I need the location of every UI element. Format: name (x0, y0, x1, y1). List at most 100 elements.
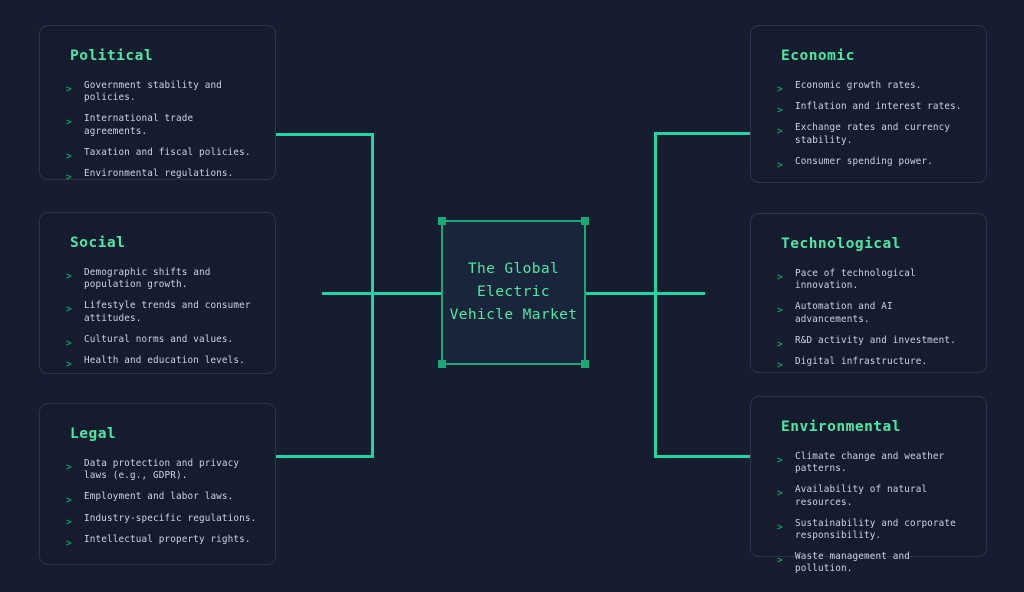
list-item-text: Demographic shifts and population growth… (84, 267, 211, 291)
chevron-right-icon: > (777, 555, 783, 567)
card-political-title: Political (70, 48, 154, 64)
list-item-text: Data protection and privacy laws (e.g., … (84, 458, 240, 482)
center-node-label-line3: Vehicle Market (449, 307, 578, 323)
chevron-right-icon: > (66, 516, 72, 528)
list-item-text: Digital infrastructure. (795, 356, 928, 368)
list-item-text: Lifestyle trends and consumer attitudes. (84, 300, 251, 324)
card-political-bullet-list: > Government stability and policies. > Int… (60, 80, 259, 184)
list-item: > Sustainability and corporate responsibi… (771, 518, 970, 542)
chevron-right-icon: > (66, 537, 72, 549)
list-item-text: Government stability and policies. (84, 80, 222, 104)
center-node-label-line1: The Global (467, 261, 560, 277)
list-item: > Availability of natural resources. (771, 484, 970, 508)
resize-handle-bottom-right[interactable] (581, 360, 589, 368)
list-item: > Cultural norms and values. (60, 333, 259, 349)
card-technological-title: Technological (781, 236, 901, 252)
card-social[interactable]: Social >Demographic shifts and populatio… (39, 212, 276, 374)
list-item: >Exchange rates and currency stability. (771, 122, 970, 146)
card-political[interactable]: Political > Government stability and poli… (39, 25, 276, 184)
list-item-text: Environmental regulations. (84, 168, 234, 180)
resize-handle-top-right[interactable] (581, 217, 589, 225)
card-legal[interactable]: Legal > Data protection and privacy laws … (39, 403, 276, 565)
connector-left-trunk (371, 133, 374, 458)
list-item-text: Climate change and weather patterns. (795, 451, 945, 475)
list-item-text: Cultural norms and values. (84, 333, 234, 345)
list-item-text: Automation and AI advancements. (795, 301, 893, 325)
card-economic[interactable]: Economic >Economic growth rates. >Inflat… (750, 25, 987, 183)
card-technological-bullet-list: > Pace of technological innovation. > Auto… (771, 268, 970, 372)
chevron-right-icon: > (66, 495, 72, 507)
list-item: > Intellectual property rights. (60, 533, 259, 549)
chevron-right-icon: > (66, 337, 72, 349)
list-item: > Industry-specific regulations. (60, 512, 259, 528)
list-item: > Data protection and privacy laws (e.g.,… (60, 458, 259, 482)
list-item: > Employment and labor laws. (60, 491, 259, 507)
card-legal-title: Legal (70, 426, 117, 442)
center-node[interactable]: The Global Electric Vehicle Market (438, 217, 589, 368)
list-item-text: Health and education levels. (84, 355, 245, 367)
chevron-right-icon: > (777, 488, 783, 500)
list-item: > Government stability and policies. (60, 80, 259, 104)
center-node-label: The Global Electric Vehicle Market (450, 258, 578, 327)
list-item: > R&D activity and investment. (771, 334, 970, 350)
chevron-right-icon: > (777, 360, 783, 372)
list-item-text: R&D activity and investment. (795, 334, 956, 346)
chevron-right-icon: > (66, 84, 72, 95)
connector-right-top-branch (654, 132, 751, 135)
list-item-text: Employment and labor laws. (84, 491, 234, 503)
card-social-bullet-list: > Demographic shifts and population growt… (60, 267, 259, 370)
chevron-right-icon: > (777, 305, 783, 317)
list-item: > International trade agreements. (60, 113, 259, 137)
list-item: > Climate change and weather patterns. (771, 451, 970, 475)
list-item: > Consumer spending power. (771, 155, 970, 171)
chevron-right-icon: > (66, 304, 72, 316)
chevron-right-icon: > (777, 84, 783, 95)
card-economic-title: Economic (781, 48, 855, 64)
chevron-right-icon: > (777, 159, 783, 171)
card-environmental[interactable]: Environmental > Climate change and weathe… (750, 396, 987, 574)
list-item-text: Sustainability and corporate responsibil… (795, 517, 956, 542)
center-node-label-line2: Electric (476, 284, 551, 300)
list-item: >Inflation and interest rates. (771, 101, 970, 116)
list-item-text: Pace of technological innovation. (795, 268, 916, 292)
chevron-right-icon: > (66, 172, 72, 184)
connector-left-middle-branch (322, 292, 442, 295)
chevron-right-icon: > (777, 455, 783, 466)
list-item-text: Economic growth rates. (795, 80, 922, 91)
card-economic-bullet-list: >Economic growth rates. >Inflation and i… (771, 80, 970, 171)
resize-handle-bottom-left[interactable] (438, 360, 446, 368)
connector-right-middle-branch (586, 292, 705, 295)
list-item-text: Waste management and pollution. (795, 551, 910, 575)
list-item: > Pace of technological innovation. (771, 268, 970, 292)
connector-right-trunk (654, 132, 657, 458)
chevron-right-icon: > (777, 521, 783, 533)
list-item-text: International trade agreements. (84, 113, 194, 137)
list-item-text: Inflation and interest rates. (795, 101, 962, 113)
card-environmental-title: Environmental (781, 419, 901, 435)
list-item-text: Availability of natural resources. (795, 484, 928, 508)
list-item: >Taxation and fiscal policies. (60, 147, 259, 162)
list-item: > Economic growth rates. (771, 80, 970, 95)
list-item: > Automation and AI advancements. (771, 301, 970, 325)
chevron-right-icon: > (777, 272, 783, 283)
list-item-text: Intellectual property rights. (84, 533, 251, 545)
connector-right-bottom-branch (654, 455, 751, 458)
list-item-text: Industry-specific regulations. (84, 512, 257, 524)
connector-left-top-branch (276, 133, 374, 136)
connector-left-bottom-branch (276, 455, 374, 458)
card-environmental-bullet-list: > Climate change and weather patterns. > A… (771, 451, 970, 576)
list-item: > Waste management and pollution. (771, 551, 970, 575)
list-item: > Digital infrastructure. (771, 356, 970, 372)
chevron-right-icon: > (66, 150, 72, 162)
chevron-right-icon: > (66, 271, 72, 282)
card-technological[interactable]: Technological > Pace of technological inn… (750, 213, 987, 373)
card-legal-bullet-list: > Data protection and privacy laws (e.g.,… (60, 458, 259, 549)
list-item: > Lifestyle trends and consumer attitudes… (60, 300, 259, 324)
chevron-right-icon: > (66, 117, 72, 129)
chevron-right-icon: > (777, 338, 783, 350)
list-item-text: Consumer spending power. (795, 155, 933, 167)
chevron-right-icon: > (66, 462, 72, 473)
list-item-text: Exchange rates and currency stability. (795, 122, 951, 146)
resize-handle-top-left[interactable] (438, 217, 446, 225)
